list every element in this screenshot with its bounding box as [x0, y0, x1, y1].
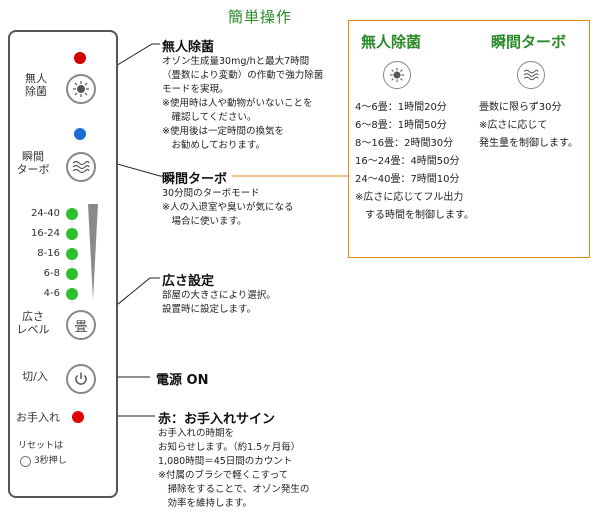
- comparison-left-line-4: 24～40畳：7時間10分: [355, 174, 460, 185]
- care-heading: 赤：お手入れサイン: [158, 412, 276, 427]
- care-desc-3: ※付属のブラシで軽くこすって: [158, 470, 289, 481]
- care-desc-1: お知らせします。（約1.5ヶ月毎）: [158, 442, 301, 453]
- level-led-24-40: [66, 208, 78, 220]
- sterilize-button[interactable]: [66, 74, 96, 104]
- comparison-right-line-0: 畳数に限らず30分: [479, 102, 562, 113]
- turbo-button[interactable]: [66, 152, 96, 182]
- comparison-left-line-2: 8～16畳：2時間30分: [355, 138, 454, 149]
- comparison-left-list: 4～6畳：1時間20分 6～8畳：1時間50分 8～16畳：2時間30分 16～…: [355, 99, 474, 225]
- page-title: 簡単操作: [228, 8, 293, 26]
- size-annotation: 広さ設定 部屋の大きさにより選択。 設置時に設定します。: [162, 270, 276, 317]
- turbo-annotation: 瞬間ターボ 30分間のターボモード ※人の入退室や臭いが気になる 場合に使います…: [162, 168, 293, 229]
- sterilize-label: 無人 除菌: [25, 72, 47, 98]
- size-desc-1: 設置時に設定します。: [162, 304, 257, 315]
- sterilize-annotation: 無人除菌 オゾン生成量30mg/hと最大7時間 （畳数により変動）の作動で強力除…: [162, 36, 323, 153]
- sun-burst-icon: [73, 81, 89, 97]
- power-heading: 電源 ON: [156, 373, 209, 388]
- care-label: お手入れ: [16, 411, 60, 424]
- wave-icon: [72, 160, 90, 174]
- power-button[interactable]: [66, 364, 96, 394]
- care-desc-2: 1,080時間＝45日間のカウント: [158, 456, 293, 467]
- comparison-left-title: 無人除菌: [361, 33, 422, 51]
- comparison-sterilize-icon-wrap: [383, 61, 411, 89]
- sterilize-led: [74, 52, 86, 64]
- tatami-glyph: 畳: [74, 319, 88, 335]
- turbo-desc-2: 場合に使います。: [162, 216, 247, 227]
- level-label-8-16: 8-16: [37, 248, 60, 259]
- comparison-box: 無人除菌 瞬間ターボ 4～6畳：1時間20分 6～8畳：1時間50分 8～16畳…: [348, 20, 590, 258]
- care-desc-0: お手入れの時期を: [158, 428, 235, 439]
- size-label: 広さ レベル: [16, 310, 50, 336]
- level-led-8-16: [66, 248, 78, 260]
- comparison-right-line-2: 発生量を制御します。: [479, 138, 578, 149]
- care-led: [72, 411, 84, 423]
- level-led-4-6: [66, 288, 78, 300]
- care-annotation: 赤：お手入れサイン お手入れの時期を お知らせします。（約1.5ヶ月毎） 1,0…: [158, 408, 309, 511]
- turbo-label: 瞬間 ターボ: [16, 150, 50, 176]
- comparison-right-line-1: ※広さに応じて: [479, 120, 548, 131]
- sterilize-desc-1: （畳数により変動）の作動で強力除菌: [162, 70, 324, 81]
- power-annotation: 電源 ON: [156, 369, 208, 388]
- sterilize-desc-2: モードを実現。: [162, 84, 229, 95]
- comparison-left-line-1: 6～8畳：1時間50分: [355, 120, 447, 131]
- level-label-16-24: 16-24: [30, 228, 60, 239]
- comparison-right-list: 畳数に限らず30分 ※広さに応じて 発生量を制御します。: [479, 99, 578, 153]
- level-wedge: [88, 204, 98, 300]
- comparison-left-line-3: 16～24畳：4時間50分: [355, 156, 460, 167]
- care-desc-5: 効率を維持します。: [158, 498, 253, 509]
- sterilize-desc-5: ※使用後は一定時間の換気を: [162, 126, 284, 137]
- size-button[interactable]: 畳: [66, 310, 96, 340]
- sterilize-desc-4: 確認してください。: [162, 112, 257, 123]
- turbo-led: [74, 128, 86, 140]
- care-desc-4: 掃除をすることで、オゾン発生の: [158, 484, 310, 495]
- size-heading: 広さ設定: [162, 274, 215, 289]
- size-desc-0: 部屋の大きさにより選択。: [162, 290, 276, 301]
- control-panel: 無人 除菌 瞬間 ターボ 24-40 16-24 8-16 6-8 4-6: [8, 30, 118, 498]
- reset-label: リセットは: [18, 441, 64, 451]
- turbo-desc-1: ※人の入退室や臭いが気になる: [162, 202, 294, 213]
- comparison-left-line-5: ※広さに応じてフル出力: [355, 192, 464, 203]
- turbo-desc-0: 30分間のターボモード: [162, 188, 260, 199]
- comparison-left-line-6: する時間を制御します。: [355, 210, 474, 221]
- level-label-4-6: 4-6: [43, 288, 60, 299]
- sterilize-desc-3: ※使用時は人や動物がいないことを: [162, 98, 313, 109]
- sun-burst-icon: [389, 67, 405, 83]
- sterilize-heading: 無人除菌: [162, 40, 215, 55]
- sterilize-desc-6: お勧めしております。: [162, 140, 265, 151]
- comparison-left-line-0: 4～6畳：1時間20分: [355, 102, 447, 113]
- turbo-heading: 瞬間ターボ: [162, 172, 228, 187]
- sterilize-desc-0: オゾン生成量30mg/hと最大7時間: [162, 56, 310, 67]
- power-label: 切/入: [22, 370, 48, 383]
- comparison-right-title: 瞬間ターボ: [491, 33, 567, 51]
- level-label-24-40: 24-40: [30, 208, 60, 219]
- level-led-6-8: [66, 268, 78, 280]
- level-label-6-8: 6-8: [43, 268, 60, 279]
- comparison-turbo-icon-wrap: [517, 61, 545, 89]
- wave-icon: [523, 69, 539, 81]
- reset-circle-icon: [20, 456, 31, 467]
- power-icon: [75, 372, 87, 385]
- reset-sub-label: 3秒押し: [34, 456, 67, 466]
- level-led-16-24: [66, 228, 78, 240]
